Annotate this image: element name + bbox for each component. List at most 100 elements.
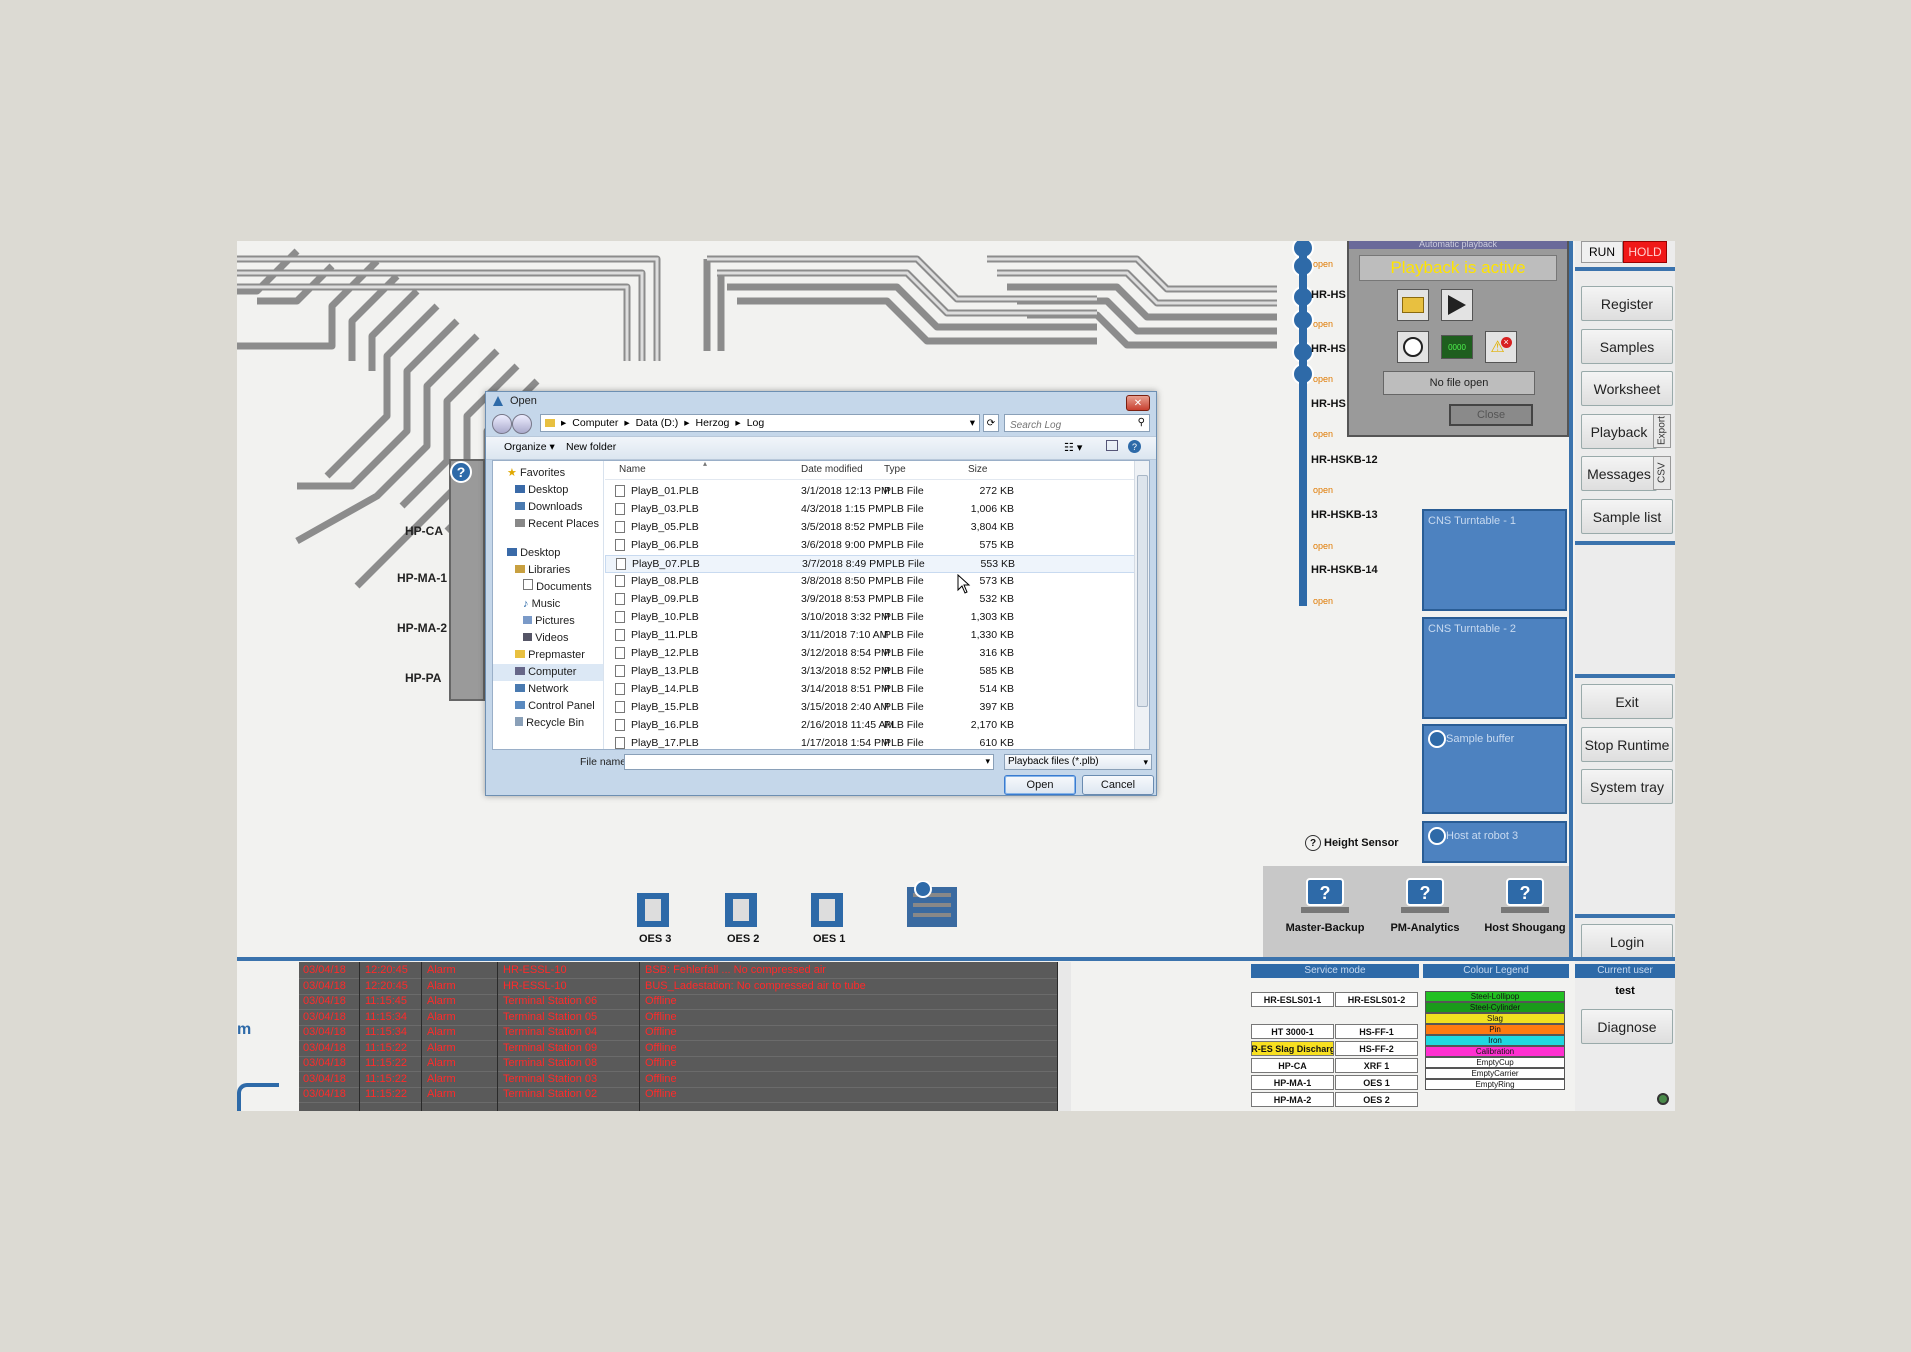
file-name-field[interactable]: ▾	[624, 754, 994, 773]
playback-close-button[interactable]: Close	[1449, 404, 1533, 426]
oes-station-icon[interactable]	[723, 891, 759, 929]
robot-icon[interactable]	[903, 881, 961, 935]
dialog-close-button[interactable]: ✕	[1126, 395, 1150, 411]
register-button[interactable]: Register	[1581, 286, 1673, 321]
service-mode-cell[interactable]: HS-FF-2	[1335, 1041, 1418, 1056]
oes-station-icon[interactable]	[635, 891, 671, 929]
nav-favorites[interactable]: ★ Favorites	[493, 465, 603, 482]
chevron-down-icon[interactable]: ▾	[985, 756, 990, 766]
search-input[interactable]	[1008, 417, 1132, 434]
nav-pictures[interactable]: Pictures	[493, 613, 603, 630]
playback-button[interactable]: Playback	[1581, 414, 1657, 449]
exit-button[interactable]: Exit	[1581, 684, 1673, 719]
search-box[interactable]: ⚲	[1004, 414, 1150, 434]
nav-recycle-bin[interactable]: Recycle Bin	[493, 715, 603, 732]
cns-turntable-1[interactable]: CNS Turntable - 1	[1422, 509, 1567, 611]
height-sensor[interactable]: ? Height Sensor	[1305, 835, 1399, 851]
service-mode-cell[interactable]: HP-CA	[1251, 1058, 1334, 1073]
worksheet-button[interactable]: Worksheet	[1581, 371, 1673, 406]
organize-button[interactable]: Organize ▾	[504, 441, 555, 453]
help-icon[interactable]: ?	[450, 461, 472, 483]
view-options-icon[interactable]: ☷ ▾	[1064, 442, 1083, 454]
file-type-select[interactable]: Playback files (*.plb) ▾	[1004, 754, 1152, 770]
clock-button[interactable]	[1397, 331, 1429, 363]
help-icon[interactable]: ?	[1128, 440, 1141, 453]
service-mode-cell[interactable]: HS-FF-1	[1335, 1024, 1418, 1039]
column-name[interactable]: Name	[619, 464, 646, 475]
laptop-icon[interactable]: ?	[1301, 877, 1349, 917]
help-icon[interactable]	[1428, 730, 1446, 748]
column-type[interactable]: Type	[884, 464, 906, 475]
service-mode-cell[interactable]: HP-MA-1	[1251, 1075, 1334, 1090]
host-at-robot-3[interactable]: Host at robot 3	[1422, 821, 1567, 863]
preview-pane-icon[interactable]	[1106, 440, 1118, 451]
messages-button[interactable]: Messages	[1581, 456, 1657, 491]
breadcrumb[interactable]: ▸ Computer ▸ Data (D:) ▸ Herzog ▸ Log ▾	[540, 414, 980, 432]
service-mode-cell[interactable]: HT 3000-1	[1251, 1024, 1334, 1039]
breadcrumb-log[interactable]: Log	[746, 417, 765, 429]
refresh-button[interactable]: ⟳	[983, 414, 999, 432]
system-tray-button[interactable]: System tray	[1581, 769, 1673, 804]
run-button[interactable]: RUN	[1581, 241, 1623, 263]
nav-prepmaster[interactable]: Prepmaster	[493, 647, 603, 664]
nav-desktop-fav[interactable]: Desktop	[493, 482, 603, 499]
file-name-input[interactable]	[628, 758, 972, 773]
sample-list-button[interactable]: Sample list	[1581, 499, 1673, 534]
service-mode-cell[interactable]: XRF 1	[1335, 1058, 1418, 1073]
nav-network[interactable]: Network	[493, 681, 603, 698]
laptop-icon[interactable]: ?	[1501, 877, 1549, 917]
new-folder-button[interactable]: New folder	[566, 441, 617, 453]
nav-documents[interactable]: Documents	[493, 579, 603, 596]
column-size[interactable]: Size	[968, 464, 988, 475]
service-mode-cell[interactable]: HP-MA-2	[1251, 1092, 1334, 1107]
sample-buffer[interactable]: Sample buffer	[1422, 724, 1567, 814]
stop-runtime-button[interactable]: Stop Runtime	[1581, 727, 1673, 762]
service-mode-cell[interactable]: OES 2	[1335, 1092, 1418, 1107]
nav-libraries[interactable]: Libraries	[493, 562, 603, 579]
nav-videos[interactable]: Videos	[493, 630, 603, 647]
nav-computer[interactable]: Computer	[493, 664, 603, 681]
breadcrumb-herzog[interactable]: Herzog	[695, 417, 730, 429]
scrollbar-thumb[interactable]	[1137, 475, 1148, 707]
hold-button[interactable]: HOLD	[1623, 241, 1667, 263]
diagnose-button[interactable]: Diagnose	[1581, 1009, 1673, 1044]
samples-button[interactable]: Samples	[1581, 329, 1673, 364]
column-date-modified[interactable]: Date modified	[801, 464, 863, 475]
forward-button[interactable]	[512, 414, 532, 434]
file-list[interactable]: Name ▴ Date modified Type Size PlayB_01.…	[605, 461, 1135, 749]
play-button[interactable]	[1441, 289, 1473, 321]
nav-control-panel[interactable]: Control Panel	[493, 698, 603, 715]
chevron-down-icon[interactable]: ▾	[969, 417, 975, 429]
warning-clear-button[interactable]: ⚠×	[1485, 331, 1517, 363]
service-mode-cell[interactable]: OES 1	[1335, 1075, 1418, 1090]
nav-desktop[interactable]: Desktop	[493, 545, 603, 562]
help-icon[interactable]	[1428, 827, 1446, 845]
file-list-scrollbar[interactable]	[1134, 461, 1149, 749]
breadcrumb-computer[interactable]: Computer	[572, 417, 619, 429]
service-mode-cell[interactable]: HR-ES Slag Discharge	[1251, 1041, 1334, 1056]
oes-station-icon[interactable]	[809, 891, 845, 929]
login-button[interactable]: Login	[1581, 924, 1673, 959]
cancel-button[interactable]: Cancel	[1082, 775, 1154, 795]
